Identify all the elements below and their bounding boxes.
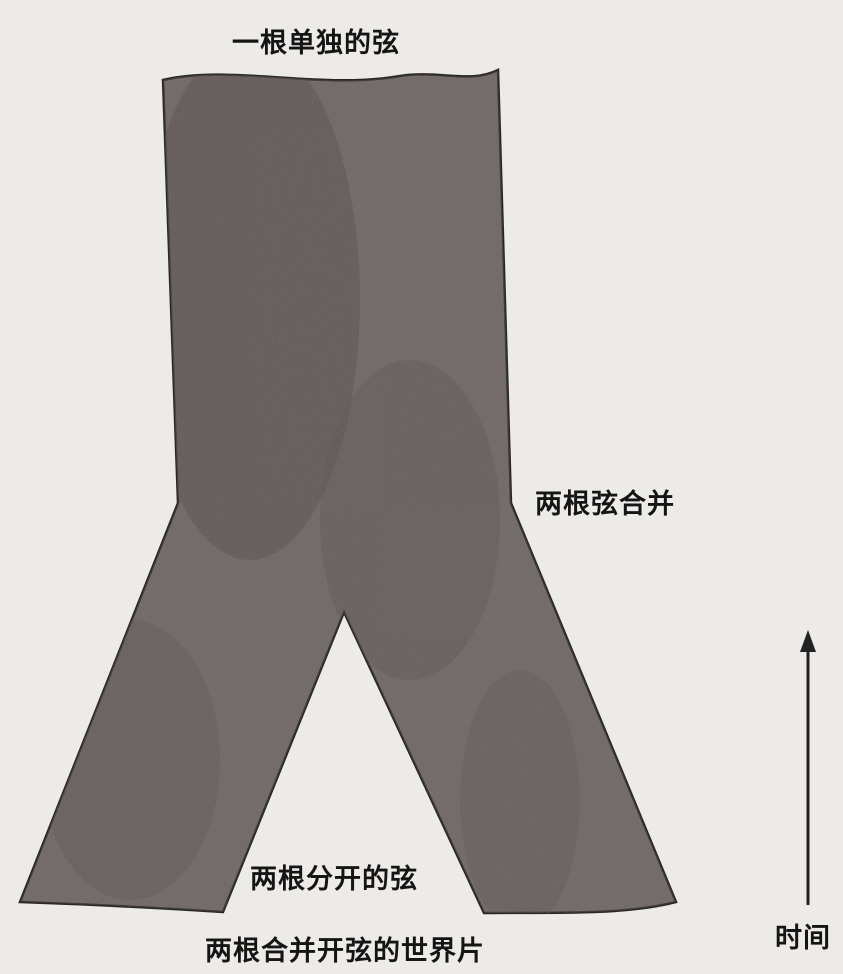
- time-axis-label: 时间: [775, 923, 831, 954]
- separate-strings-label: 两根分开的弦: [250, 864, 418, 895]
- single-string-label: 一根单独的弦: [232, 28, 400, 59]
- time-arrow-head: [800, 630, 816, 652]
- strings-merge-label: 两根弦合并: [535, 489, 675, 520]
- figure-caption: 两根合并开弦的世界片: [205, 936, 485, 967]
